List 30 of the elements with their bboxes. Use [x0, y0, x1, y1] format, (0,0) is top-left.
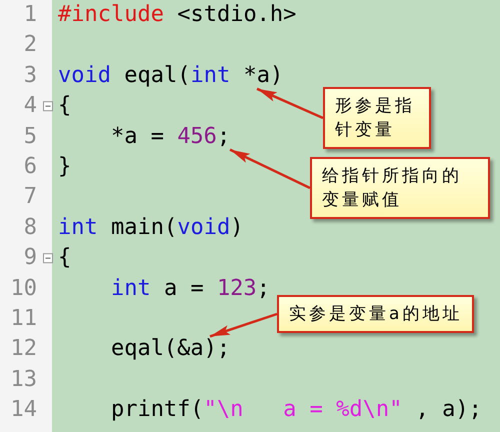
- line-number: 9: [22, 245, 37, 272]
- line-number: 12: [10, 336, 37, 362]
- line-number: 13: [10, 366, 37, 393]
- arrow: [210, 312, 278, 338]
- line-number: 14: [10, 397, 37, 424]
- code-line: void eqal(int *a): [58, 62, 284, 89]
- line-number: 6: [22, 154, 37, 180]
- arrow: [256, 88, 324, 120]
- line-number: 7: [22, 184, 37, 210]
- callout-box: 给指针所指向的变量赋值: [310, 157, 490, 219]
- line-number: 11: [10, 306, 37, 332]
- code-line: *a = 456;: [110, 124, 230, 150]
- callout-box: 形参是指针变量: [323, 87, 431, 149]
- code-line: printf("\n a = %d\n" , a);: [110, 397, 482, 424]
- code-line: #include <stdio.h>: [58, 2, 296, 28]
- line-number: 1: [22, 2, 37, 28]
- code-line: {: [58, 93, 72, 120]
- line-number: 5: [22, 124, 37, 150]
- code-line: int main(void): [58, 214, 244, 241]
- code-line: int a = 123;: [110, 276, 270, 302]
- line-number: 8: [22, 214, 37, 241]
- line-number: 4: [22, 93, 37, 120]
- arrow: [229, 148, 311, 190]
- line-number: 10: [10, 276, 37, 302]
- line-number: 2: [22, 32, 37, 58]
- code-line: eqal(&a);: [110, 336, 230, 362]
- code-line: {: [58, 245, 72, 272]
- callout-box: 实参是变量a的地址: [277, 295, 474, 333]
- line-number: 3: [22, 62, 37, 89]
- code-line: }: [58, 154, 72, 180]
